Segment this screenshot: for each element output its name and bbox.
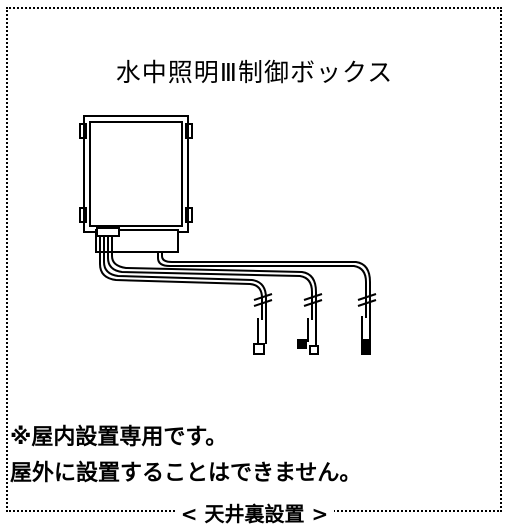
note-indoor-only: ※屋内設置専用です。 — [10, 425, 228, 450]
cable-break-marks — [253, 293, 377, 307]
cable-left — [99, 236, 267, 320]
diagram-title: 水中照明Ⅲ制御ボックス — [115, 58, 394, 87]
control-box-front-panel — [89, 121, 183, 227]
plug-middle — [297, 318, 319, 355]
plug-right — [361, 316, 371, 355]
plug-left — [253, 318, 267, 355]
mounting-tab-right-top — [185, 123, 193, 139]
cable-middle — [107, 236, 317, 320]
footer-label: < 天井裏設置 > — [0, 498, 509, 527]
cable-gland — [96, 227, 120, 237]
cable-right — [157, 252, 371, 318]
note-no-outdoor: 屋外に設置することはできません。 — [10, 461, 362, 486]
footer-label-text: < 天井裏設置 > — [174, 502, 335, 526]
notes: ※屋内設置専用です。 屋外に設置することはできません。 — [10, 420, 361, 492]
mounting-tab-right-bottom — [185, 207, 193, 223]
mounting-tab-left-bottom — [79, 207, 87, 223]
mounting-tab-left-top — [79, 123, 87, 139]
control-box-body — [83, 115, 189, 233]
